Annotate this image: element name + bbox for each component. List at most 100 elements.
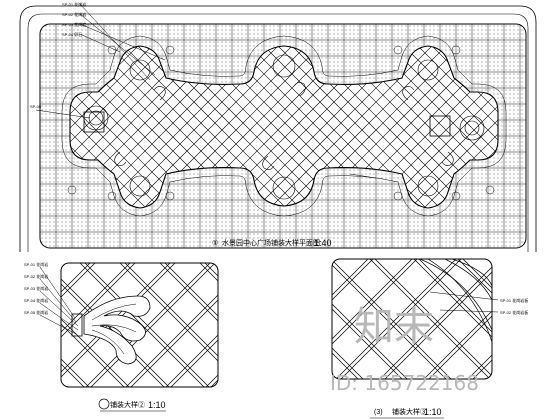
diamond-line — [332, 259, 457, 379]
diamond-line — [332, 259, 369, 379]
road-boundary — [19, 5, 537, 252]
lattice-line — [121, 46, 323, 208]
lattice-line — [70, 46, 183, 208]
plan-caption-scale: 1:40 — [314, 238, 332, 248]
plan-callout-2: SP-02 花岗岩 — [62, 11, 86, 17]
lattice-line — [542, 30, 560, 230]
diamond-line — [204, 263, 218, 387]
diamond-line — [332, 259, 374, 379]
diamond-line — [332, 259, 418, 379]
diamond-line — [61, 263, 96, 387]
lattice-line — [401, 46, 498, 208]
diamond-line — [84, 263, 216, 387]
diamond-line — [457, 259, 492, 379]
diamond-line — [150, 259, 280, 389]
diamond-line — [502, 259, 560, 389]
watermark-id: ID: 165722168 — [330, 371, 479, 395]
detail-a-callout-3: SP-03 花岗岩 — [24, 285, 48, 291]
detail-a-callouts: SP-01 花岗岩 SP-02 花岗岩 SP-03 花岗岩 SP-04 花岗岩 … — [24, 261, 48, 315]
lattice-line — [0, 30, 28, 230]
plaza-plan: SP-01 花岗岩 SP-02 花岗岩 SP-03 花岗岩 SP-04 卵石 S… — [0, 1, 560, 252]
diamond-line — [119, 263, 218, 387]
diamond-line — [61, 263, 176, 387]
diamond-line — [199, 263, 218, 387]
plan-side-tag: SP-05 — [30, 104, 42, 109]
diamond-line — [374, 259, 492, 379]
lattice-line — [0, 30, 28, 230]
feature-outline-offset — [61, 35, 507, 217]
diamond-line — [551, 259, 560, 389]
diamond-line — [164, 263, 218, 387]
diamond-line — [0, 263, 15, 393]
detail-b-leaders — [429, 291, 499, 313]
detail-b-callout-2: SP-02 花岗岩板 — [500, 309, 528, 315]
diamond-line — [0, 263, 55, 393]
diamond-line — [0, 263, 50, 393]
lattice-line — [261, 46, 463, 208]
diamond-line — [332, 259, 374, 379]
lattice-line — [70, 46, 169, 208]
detail-b-caption-number: (3) — [374, 409, 383, 416]
lattice-line — [542, 30, 560, 230]
lattice-line — [0, 30, 42, 230]
diamond-line — [79, 263, 211, 387]
diamond-line — [332, 259, 369, 379]
detail-b-caption-text: 铺装大样③ — [392, 407, 427, 416]
fleur-ornament — [83, 295, 151, 365]
diamond-line — [551, 259, 560, 389]
diamond-line — [124, 263, 218, 387]
diamond-line — [194, 259, 324, 389]
diamond-line — [546, 259, 560, 389]
plan-callout-1: SP-01 花岗岩 — [62, 1, 86, 7]
road-boundary-inner — [27, 13, 529, 252]
lattice-line — [0, 30, 14, 230]
scroll-ornaments — [83, 54, 485, 200]
detail-a-callout-5: SP-05 花岗岩 — [24, 309, 48, 315]
diamond-line — [332, 259, 462, 379]
detail-a-frame — [60, 262, 219, 388]
lattice-line — [107, 46, 309, 208]
diamond-line — [61, 263, 91, 387]
diamond-line — [369, 259, 492, 379]
diamond-line — [418, 259, 492, 379]
end-hatch-right — [429, 115, 451, 137]
plan-callout-4: SP-04 卵石 — [62, 31, 82, 37]
plan-caption-text: 水景园中心广场铺装大样平面图 — [222, 238, 320, 247]
diamond-line — [546, 259, 560, 389]
diamond-line — [61, 263, 91, 387]
watermark-brand: 知末 — [354, 304, 434, 350]
diamond-line — [61, 263, 136, 387]
lattice-line — [528, 30, 560, 230]
diamond-line — [507, 259, 560, 389]
detail-a-callout-1: SP-01 花岗岩 — [24, 261, 48, 267]
diamond-line — [502, 259, 560, 389]
lattice-line — [556, 30, 560, 230]
detail-b-callout-1: SP-01 花岗岩板 — [500, 297, 528, 303]
diamond-line — [199, 263, 218, 387]
detail-a-leaders — [39, 266, 79, 335]
diamond-line — [155, 259, 285, 389]
detail-a-caption-scale: 1:10 — [148, 400, 166, 410]
detail-b-frame — [331, 258, 493, 380]
diamond-line — [150, 259, 280, 389]
detail-a: SP-01 花岗岩 SP-02 花岗岩 SP-03 花岗岩 SP-04 花岗岩 … — [0, 261, 219, 412]
diamond-line — [332, 259, 413, 379]
detail-a-caption: 铺装大样② 1:10 — [98, 398, 166, 412]
detail-b-caption-scale: 1:10 — [424, 407, 442, 417]
detail-b-arcs — [419, 259, 492, 343]
diamond-line — [204, 263, 218, 387]
lattice-line — [387, 46, 498, 208]
detail-a-callout-4: SP-04 花岗岩 — [24, 297, 48, 303]
plan-caption: ① 水景园中心广场铺装大样平面图 1:40 — [206, 238, 340, 249]
plan-callout-3: SP-03 花岗岩 — [62, 21, 86, 27]
end-hatch-left — [83, 111, 105, 133]
detail-b-callouts: SP-01 花岗岩板 SP-02 花岗岩板 — [500, 297, 528, 315]
detail-a-hatch — [71, 313, 83, 337]
diamond-line — [0, 263, 50, 393]
plan-leaders — [35, 3, 377, 179]
diamond-line — [0, 263, 15, 393]
lattice-line — [0, 30, 14, 230]
detail-a-callout-2: SP-02 花岗岩 — [24, 273, 48, 279]
watermark: 知末 ID: 165722168 — [330, 304, 479, 395]
